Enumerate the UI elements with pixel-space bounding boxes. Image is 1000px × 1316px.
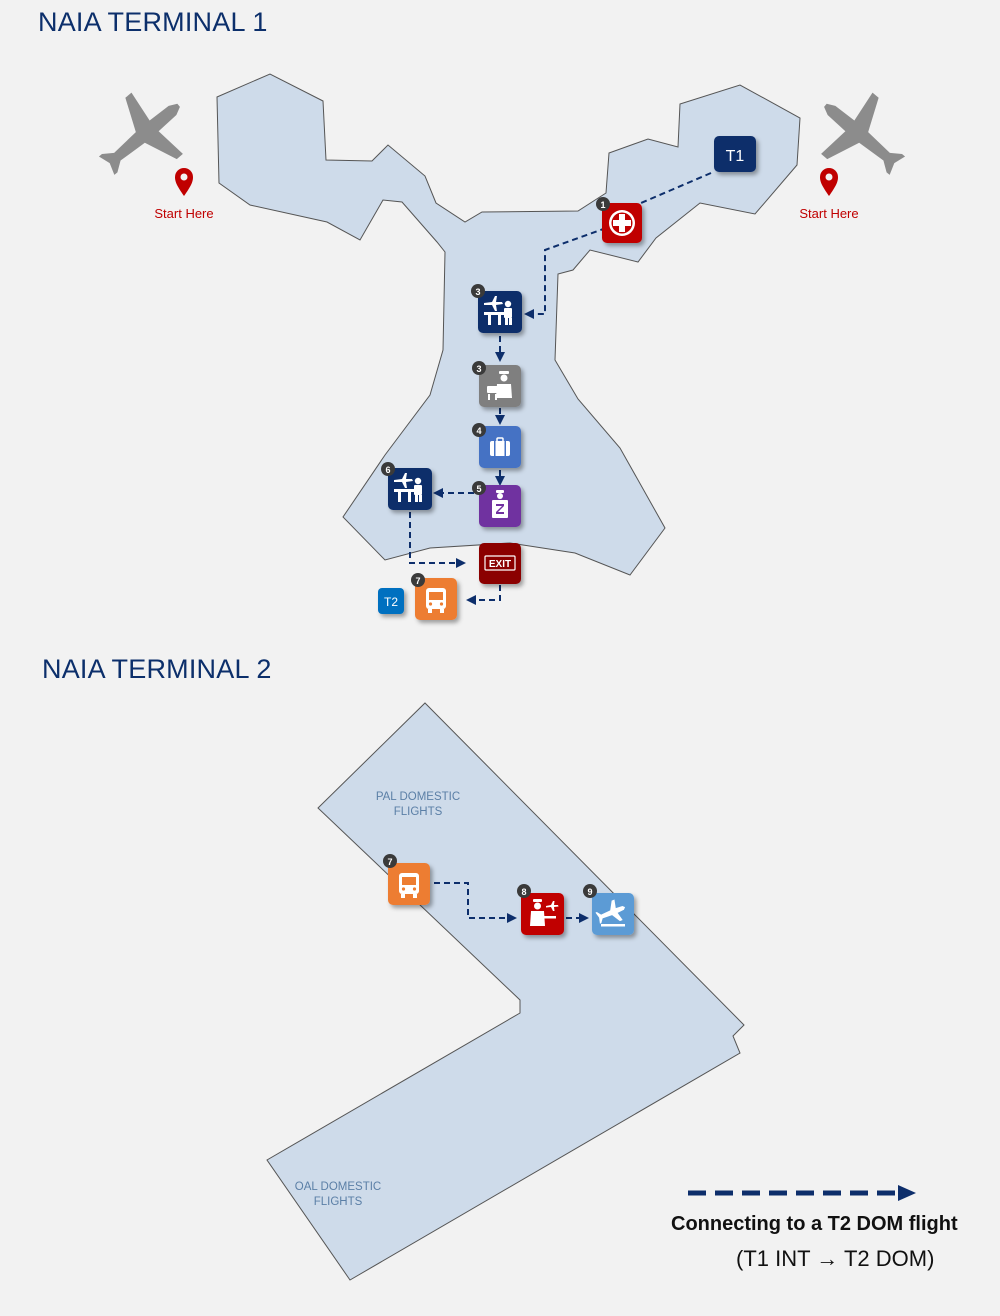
step-8-security-check: 8 xyxy=(517,884,564,935)
airplane-icon xyxy=(821,92,906,175)
step-6-transfer-desk: 6 xyxy=(381,462,432,510)
svg-text:FLIGHTS: FLIGHTS xyxy=(314,1196,363,1208)
transfer-desk-icon xyxy=(394,473,422,502)
t1-badge xyxy=(714,136,756,172)
legend-arrow-head xyxy=(898,1185,916,1201)
medical-cross-icon xyxy=(609,210,635,236)
svg-text:FLIGHTS: FLIGHTS xyxy=(394,806,443,818)
transfer-desk-icon xyxy=(484,296,512,325)
location-pin-icon xyxy=(175,168,193,196)
step-number: 1 xyxy=(600,200,605,210)
exit-sign xyxy=(479,543,521,584)
t2-badge xyxy=(378,588,404,614)
pal-domestic-area-label: PAL DOMESTIC FLIGHTS xyxy=(376,791,460,818)
step-1-medical: 1 xyxy=(596,197,642,243)
step-number: 4 xyxy=(476,426,481,436)
step-number: 3 xyxy=(476,364,481,374)
legend-subtitle: (T1 INT → T2 DOM) xyxy=(736,1246,935,1271)
route-terminal-2 xyxy=(434,882,589,923)
step-number: 3 xyxy=(475,287,480,297)
terminal-2-title: NAIA TERMINAL 2 xyxy=(42,654,272,684)
security-check-icon xyxy=(530,899,559,926)
step-5-customs: 5 xyxy=(472,481,521,527)
step-9-departure-gate: 9 xyxy=(583,884,634,935)
immigration-officer-icon xyxy=(487,371,512,400)
step-number: 5 xyxy=(476,484,481,494)
step-3-immigration: 3 xyxy=(472,361,521,407)
terminal-1-title: NAIA TERMINAL 1 xyxy=(38,7,268,37)
location-pin-icon xyxy=(820,168,838,196)
bus-icon xyxy=(399,873,419,898)
oal-domestic-area-label: OAL DOMESTIC FLIGHTS xyxy=(295,1181,381,1208)
bus-icon xyxy=(426,588,446,613)
baggage-icon xyxy=(490,437,510,456)
start-here-label-left: Start Here xyxy=(154,206,213,221)
step-4-baggage: 4 xyxy=(472,423,521,468)
airplane-icon xyxy=(98,92,183,175)
svg-text:OAL DOMESTIC: OAL DOMESTIC xyxy=(295,1181,381,1193)
terminal-2-floorplan xyxy=(266,702,745,1281)
start-here-label-right: Start Here xyxy=(799,206,858,221)
step-number: 6 xyxy=(385,465,390,475)
step-number: 7 xyxy=(387,857,392,867)
step-7-shuttle-bus: 7 xyxy=(411,573,457,620)
legend-title: Connecting to a T2 DOM flight xyxy=(671,1213,958,1235)
t2-badge-label: T2 xyxy=(384,595,398,609)
departure-plane-icon xyxy=(595,899,626,927)
step-3-transfer-desk: 3 xyxy=(471,284,522,333)
svg-text:PAL DOMESTIC: PAL DOMESTIC xyxy=(376,791,460,803)
customs-icon xyxy=(492,490,508,518)
step-number: 7 xyxy=(415,576,420,586)
t1-badge-label: T1 xyxy=(726,148,745,165)
step-7-shuttle-bus-t2: 7 xyxy=(383,854,430,905)
step-number: 9 xyxy=(587,887,592,897)
step-number: 8 xyxy=(521,887,526,897)
exit-label: EXIT xyxy=(489,559,511,570)
